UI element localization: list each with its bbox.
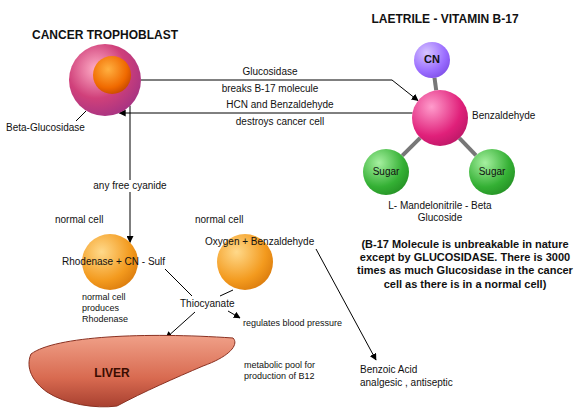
group-label: Sugar bbox=[479, 166, 506, 178]
flow-arrow bbox=[130, 106, 131, 243]
sugar-group: Sugar bbox=[363, 149, 409, 195]
molecule-name: L- Mandelonitrile - Beta Glucoside bbox=[375, 200, 505, 224]
effect-label: metabolic pool for production of B12 bbox=[244, 360, 336, 382]
group-label: Benzaldehyde bbox=[472, 110, 535, 122]
cell-note: normal cell produces Rhodenase bbox=[82, 292, 144, 324]
pathway-line bbox=[165, 269, 192, 296]
leader-line bbox=[76, 111, 86, 121]
cell-heading: normal cell bbox=[55, 214, 103, 226]
flow-arrow bbox=[119, 113, 412, 114]
molecule-title: LAETRILE - VITAMIN B-17 bbox=[371, 12, 518, 26]
arrow-note: destroys cancer cell bbox=[236, 116, 324, 128]
group-label: CN bbox=[424, 53, 440, 66]
benzaldehyde-group: Benzaldehyde bbox=[412, 90, 468, 146]
pathway-arrow bbox=[166, 312, 195, 338]
edge-label: any free cyanide bbox=[91, 180, 168, 192]
reaction-text: Rhodenase + CN - Sulf bbox=[62, 256, 165, 268]
product-label: Thiocyanate bbox=[180, 298, 234, 310]
organ-label: LIVER bbox=[94, 366, 129, 380]
cyanide-group: CN bbox=[414, 42, 450, 78]
note-text: (B-17 Molecule is unbreakable in nature … bbox=[356, 238, 574, 291]
liver: LIVER bbox=[25, 332, 240, 410]
liver-outline bbox=[29, 335, 235, 406]
cell-nucleus bbox=[93, 56, 131, 94]
cell-heading: CANCER TROPHOBLAST bbox=[32, 28, 178, 42]
flow-arrow bbox=[141, 80, 418, 101]
normal-cell: normal cellOxygen + Benzaldehyde bbox=[217, 234, 273, 290]
normal-cell: normal cellRhodenase + CN - Sulfnormal c… bbox=[82, 234, 138, 290]
liver-shape bbox=[25, 332, 240, 410]
arrow-note: breaks B-17 molecule bbox=[222, 83, 319, 95]
effect-label: analgesic , antiseptic bbox=[360, 377, 453, 389]
pathway-arrow bbox=[228, 311, 240, 318]
cancer-cell: CANCER TROPHOBLAST bbox=[69, 44, 141, 116]
pathway-line bbox=[220, 290, 233, 296]
chemical-bond bbox=[402, 138, 420, 156]
edge-label: Glucosidase bbox=[242, 66, 297, 78]
product-label: Benzoic Acid bbox=[360, 364, 417, 376]
chemical-bond bbox=[459, 138, 476, 155]
effect-label: regulates blood pressure bbox=[243, 318, 342, 329]
sugar-group: Sugar bbox=[469, 149, 515, 195]
chemical-bond bbox=[435, 78, 437, 91]
enzyme-label: Beta-Glucosidase bbox=[6, 122, 85, 134]
edge-label: HCN and Benzaldehyde bbox=[226, 99, 333, 111]
cell-heading: normal cell bbox=[195, 214, 243, 226]
group-label: Sugar bbox=[373, 166, 400, 178]
reaction-text: Oxygen + Benzaldehyde bbox=[205, 236, 314, 248]
